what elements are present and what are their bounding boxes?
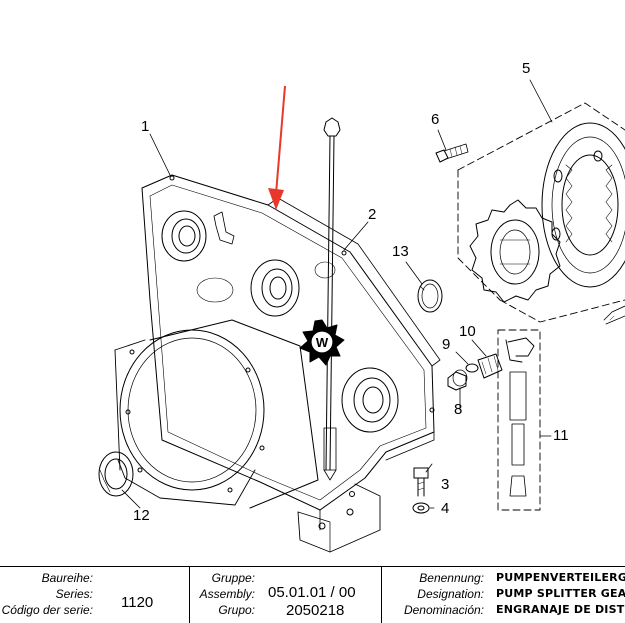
washer <box>412 502 430 514</box>
gruppe-label: Gruppe: <box>211 571 255 585</box>
callout-2: 2 <box>368 206 377 223</box>
grupo-label: Grupo: <box>218 603 255 617</box>
bearing-bore-lower-right <box>341 367 399 433</box>
fitting-assembly <box>447 353 503 391</box>
callout-13: 13 <box>392 243 409 260</box>
bearing-bore-upper-left <box>161 210 207 262</box>
stud-rod <box>323 117 341 481</box>
series-value: 1120 <box>121 594 154 611</box>
callout-5: 5 <box>522 60 531 77</box>
exploded-parts-diagram: W <box>98 79 625 553</box>
exploded-assembly-box <box>457 102 625 323</box>
svg-text:W: W <box>316 335 329 350</box>
hex-bolt <box>413 467 429 497</box>
callout-3: 3 <box>441 476 450 493</box>
designation-value: PUMP SPLITTER GEA <box>496 587 625 600</box>
side-bolt <box>603 305 625 325</box>
snap-ring <box>417 279 443 313</box>
designation-label: Designation: <box>417 587 484 601</box>
assembly-label: Assembly: <box>199 587 255 601</box>
hose-assembly <box>497 329 541 511</box>
gearbox-housing <box>141 174 441 553</box>
codigo-label: Código der serie: <box>1 603 93 617</box>
bell-housing <box>114 319 319 509</box>
assembly-value: 05.01.01 / 00 <box>268 584 356 601</box>
bearing-bore-middle <box>250 259 300 317</box>
callout-4: 4 <box>441 500 450 517</box>
callout-6: 6 <box>431 111 440 128</box>
benennung-value: PUMPENVERTEILERG <box>496 571 625 584</box>
denominacion-label: Denominación: <box>403 603 484 617</box>
seal-ring <box>98 451 134 497</box>
wirtgen-logo-icon: W <box>299 319 345 366</box>
title-block-divider <box>381 567 382 623</box>
spline-hub <box>541 122 625 288</box>
grupo-value: 2050218 <box>286 602 345 619</box>
callout-1: 1 <box>141 118 150 135</box>
highlight-arrow-icon <box>268 85 286 210</box>
title-block-divider <box>189 567 190 623</box>
socket-bolt <box>435 143 469 163</box>
baureihe-label: Baureihe: <box>41 571 93 585</box>
title-block: Baureihe: Series: Código der serie: 1120… <box>0 566 625 623</box>
callout-11: 11 <box>553 427 569 444</box>
series-label: Series: <box>55 587 93 601</box>
callout-12: 12 <box>133 507 150 524</box>
callout-8: 8 <box>454 401 463 418</box>
leader-lines <box>121 79 553 509</box>
benennung-label: Benennung: <box>419 571 484 585</box>
callout-9: 9 <box>442 336 451 353</box>
drive-gear <box>469 199 561 303</box>
callout-10: 10 <box>459 323 476 340</box>
denominacion-value: ENGRANAJE DE DIST <box>496 603 625 616</box>
